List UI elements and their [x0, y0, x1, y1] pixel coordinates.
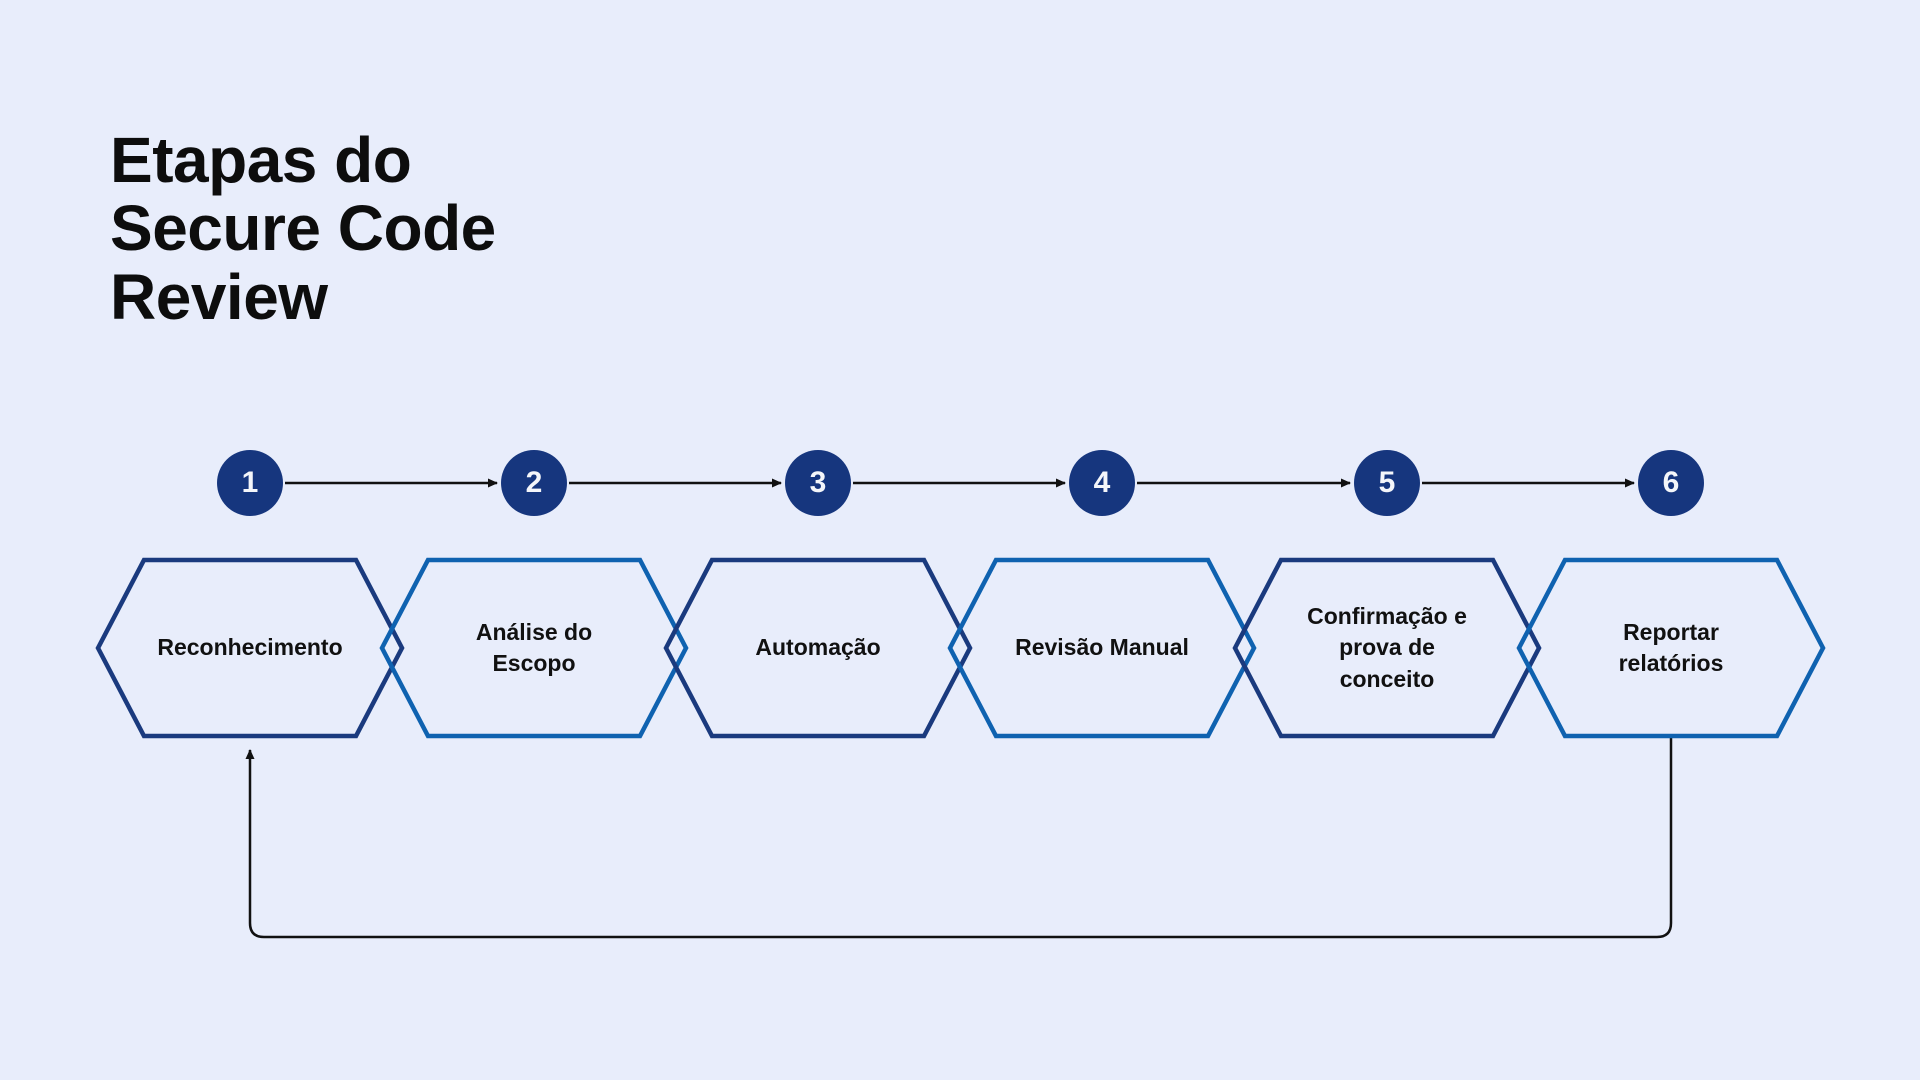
feedback-loop-arrow: [245, 738, 1673, 939]
hexagon-step-1: [95, 557, 405, 739]
page-title: Etapas do Secure Code Review: [110, 124, 496, 333]
hexagon-label-4: Revisão Manual: [1015, 634, 1189, 661]
hexagon-label-5: Confirmação e prova de conceito: [1307, 603, 1467, 692]
hexagon-label-2: Análise do Escopo: [475, 618, 593, 676]
hexagon-step-4: [947, 557, 1257, 739]
hexagon-step-6: [1516, 557, 1826, 739]
step-circle-4: [1069, 450, 1135, 516]
step-circle-1: [217, 450, 283, 516]
step-circle-2: [501, 450, 567, 516]
step-circle-3: [785, 450, 851, 516]
hexagon-label-6: Reportar relatórios: [1618, 618, 1724, 676]
hexagon-step-2: [379, 557, 689, 739]
step-circle-5: [1354, 450, 1420, 516]
hexagon-step-3: [663, 557, 973, 739]
step-circle-6: [1638, 450, 1704, 516]
hexagon-step-5: [1232, 557, 1542, 739]
hexagon-label-3: Automação: [755, 634, 881, 661]
hexagon-label-1: Reconhecimento: [157, 634, 343, 661]
